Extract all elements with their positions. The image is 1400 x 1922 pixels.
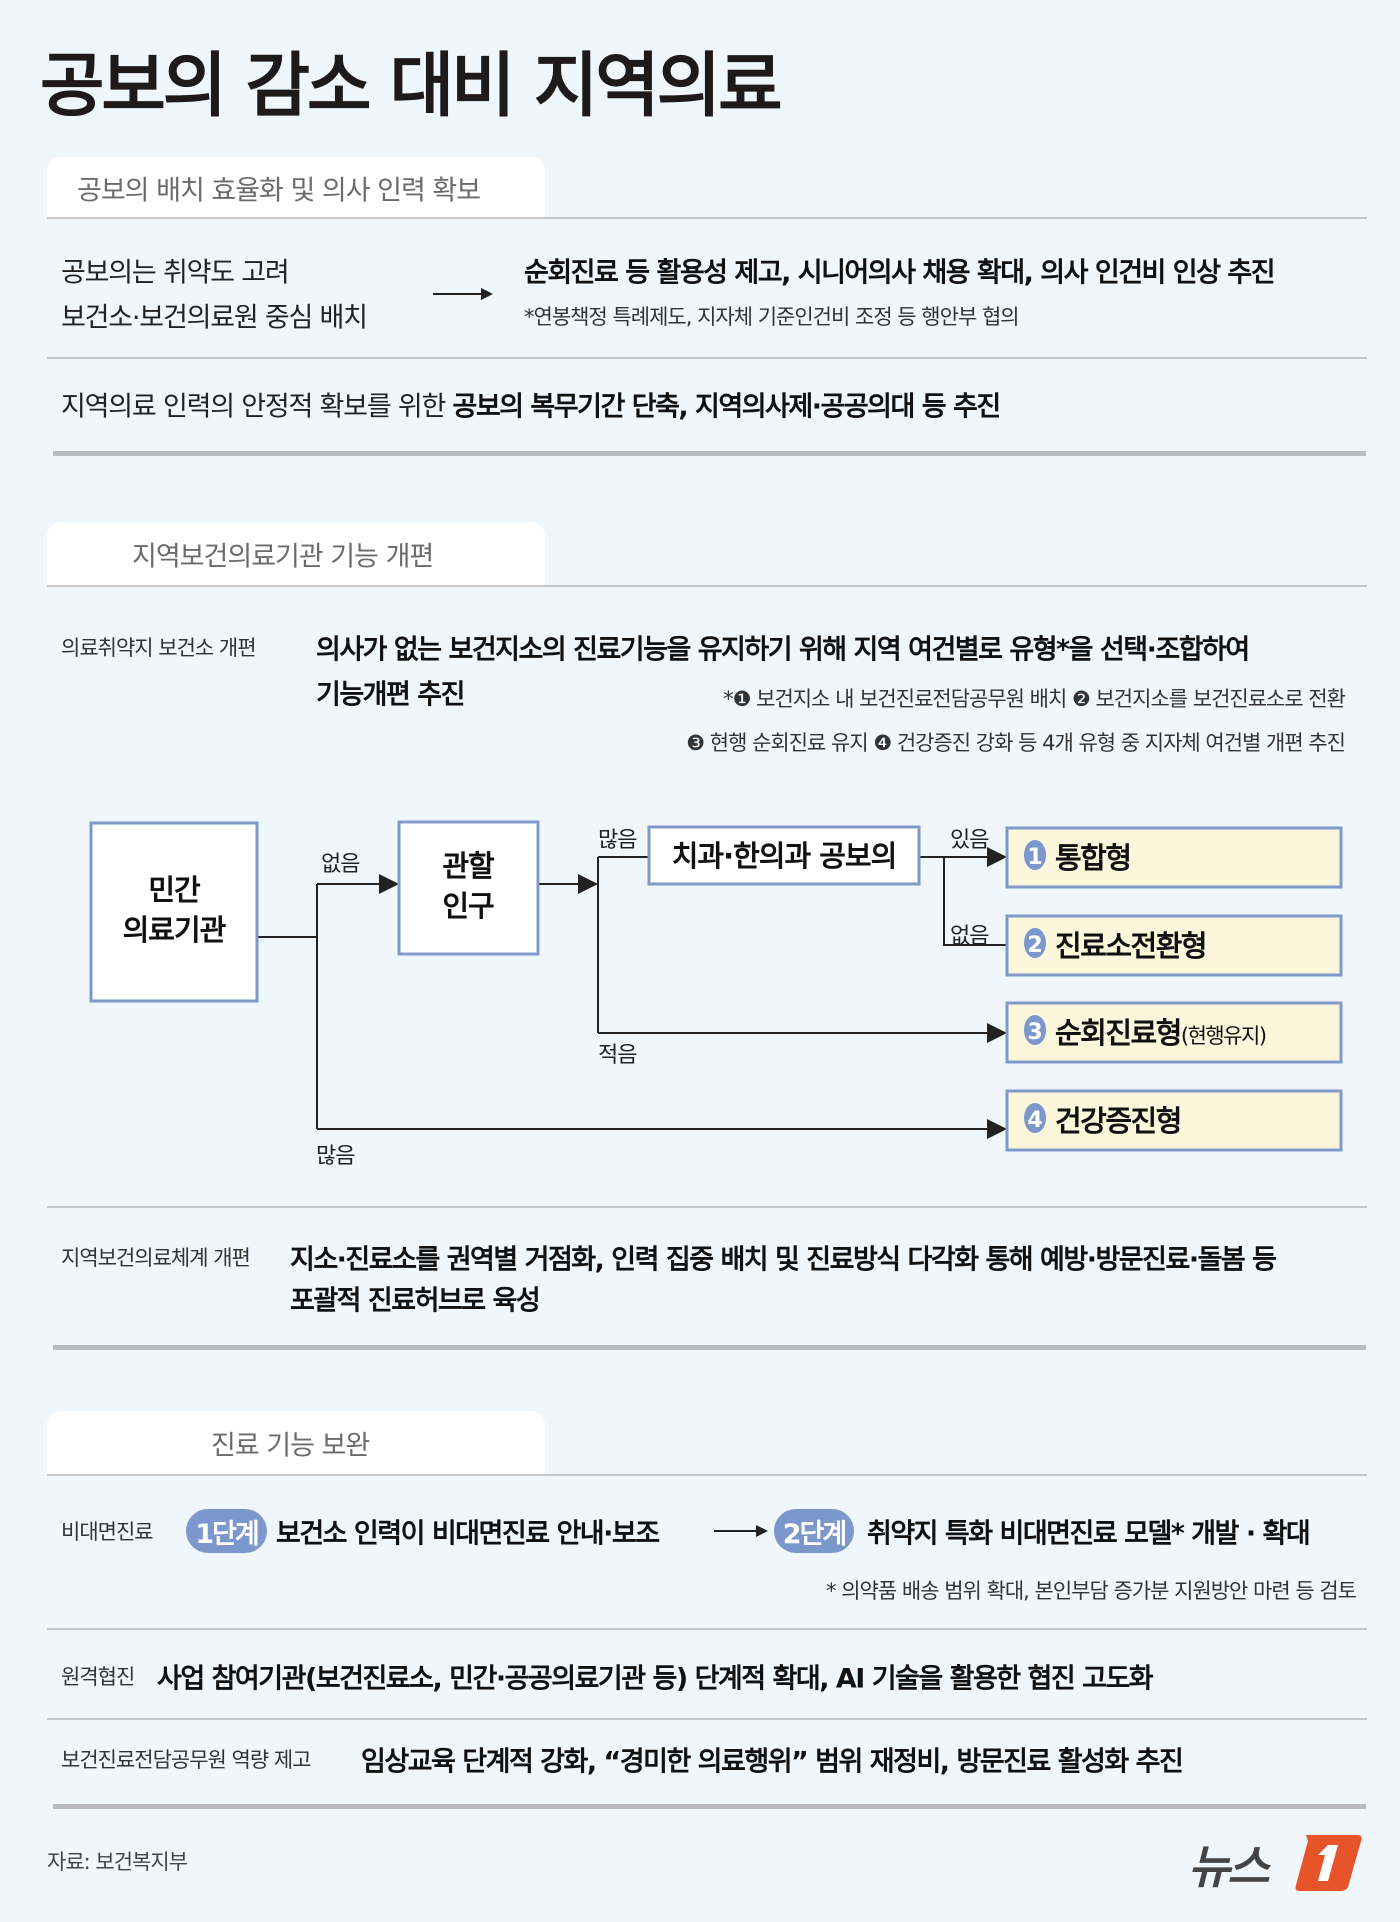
- type-box-bg: [1005, 1001, 1343, 1064]
- row-bold-line1: 지소·진료소를 권역별 거점화, 인력 집중 배치 및 진료방식 다각화 통해 …: [290, 1244, 1277, 1276]
- type-label: 진료소전환형: [1055, 929, 1206, 963]
- label-few: 적음: [598, 1043, 637, 1068]
- row-note-line2: ❸ 현행 순회진료 유지 ❹ 건강증진 강화 등 4개 유형 중 지자체 여건별…: [686, 731, 1346, 755]
- step2-text: 취약지 특화 비대면진료 모델* 개발 · 확대: [867, 1518, 1311, 1550]
- section-header-label: 지역보건의료기관 기능 개편: [132, 541, 434, 572]
- section-header-3: 진료 기능 보완: [47, 1411, 545, 1474]
- box-private-medical: [89, 821, 259, 1003]
- type-label: 통합형: [1055, 841, 1131, 875]
- divider: [47, 1474, 1367, 1476]
- type-number: 2: [1027, 933, 1042, 958]
- section-header-2: 지역보건의료기관 기능 개편: [47, 522, 545, 585]
- row-note-line1: *❶ 보건지소 내 보건진료전담공무원 배치 ❷ 보건지소를 보건진료소로 전환: [723, 687, 1346, 711]
- row2-bold: 공보의 복무기간 단축, 지역의사제·공공의대 등 추진: [452, 391, 1002, 423]
- box-population: [397, 820, 540, 956]
- row-bold: 임상교육 단계적 강화, “경미한 의료행위” 범위 재정비, 방문진료 활성화…: [361, 1746, 1184, 1778]
- flow-diagram: 민간 의료기관 관할 인구 치과·한의과 공보의 없음 많음 많음 적음 있음 …: [89, 820, 1343, 1169]
- type-box-bg: [1005, 1089, 1343, 1152]
- divider: [47, 1718, 1367, 1720]
- row-right-bold: 순회진료 등 활용성 제고, 시니어의사 채용 확대, 의사 인건비 인상 추진: [524, 257, 1276, 289]
- dental-label: 치과·한의과 공보의: [672, 839, 897, 873]
- row-label: 지역보건의료체계 개편: [61, 1246, 251, 1270]
- type-box-4: 4 건강증진형: [1005, 1089, 1343, 1152]
- page-title: 공보의 감소 대비 지역의료: [40, 44, 783, 127]
- row-note: * 의약품 배송 범위 확대, 본인부담 증가분 지원방안 마련 등 검토: [826, 1579, 1357, 1603]
- type-suffix: (현행유지): [1181, 1024, 1266, 1048]
- private-line1: 민간: [148, 873, 201, 907]
- divider: [47, 357, 1367, 359]
- type-box-bg: [1005, 826, 1343, 889]
- box-dental-oriental: [647, 825, 921, 886]
- label-yes: 있음: [950, 828, 989, 853]
- row-left-line2: 보건소·보건의료원 중심 배치: [61, 302, 368, 334]
- divider: [47, 1206, 1367, 1208]
- row-label: 원격협진: [61, 1665, 135, 1689]
- row-label: 비대면진료: [61, 1520, 154, 1544]
- number-circle-icon: [1024, 840, 1046, 870]
- type-number: 3: [1027, 1020, 1042, 1045]
- type-number: 1: [1027, 845, 1042, 870]
- number-circle-icon: [1024, 1103, 1046, 1133]
- label-many: 많음: [598, 828, 637, 853]
- population-line1: 관할: [442, 849, 495, 883]
- row-label: 보건진료전담공무원 역량 제고: [61, 1748, 312, 1772]
- section-divider: [53, 1345, 1366, 1350]
- connector: [597, 856, 649, 1033]
- news1-logo: 뉴스: [1188, 1835, 1362, 1893]
- row-left-line1: 공보의는 취약도 고려: [61, 257, 290, 289]
- type-box-2: 2 진료소전환형: [1005, 914, 1343, 977]
- section-header-label: 진료 기능 보완: [211, 1430, 370, 1461]
- type-label: 건강증진형: [1055, 1104, 1181, 1138]
- private-line2: 의료기관: [123, 913, 227, 947]
- number-circle-icon: [1024, 928, 1046, 958]
- step1-badge: 1단계: [186, 1509, 267, 1553]
- divider: [47, 1628, 1367, 1630]
- type-box-1: 1 통합형: [1005, 826, 1343, 889]
- section-divider: [53, 451, 1366, 456]
- row2-normal: 지역의료 인력의 안정적 확보를 위한: [61, 391, 453, 423]
- divider: [47, 585, 1367, 587]
- section-header-label: 공보의 배치 효율화 및 의사 인력 확보: [77, 175, 481, 206]
- population-line2: 인구: [442, 889, 494, 923]
- connector: [257, 884, 318, 1129]
- source-note: 자료: 보건복지부: [47, 1850, 188, 1874]
- connector-to-type2: [943, 857, 1007, 946]
- arrow-right-icon: [714, 1525, 768, 1537]
- section-header-1: 공보의 배치 효율화 및 의사 인력 확보: [47, 157, 545, 218]
- label-none: 없음: [321, 852, 360, 877]
- row-bold-line2: 포괄적 진료허브로 육성: [290, 1285, 541, 1317]
- row-bold-line2: 기능개편 추진: [316, 679, 465, 711]
- row-label: 의료취약지 보건소 개편: [61, 636, 257, 660]
- row-bold: 사업 참여기관(보건진료소, 민간·공공의료기관 등) 단계적 확대, AI 기…: [157, 1663, 1154, 1695]
- row2-text: 지역의료 인력의 안정적 확보를 위한 공보의 복무기간 단축, 지역의사제·공…: [61, 385, 1002, 424]
- type-number: 4: [1027, 1108, 1042, 1133]
- row-right-note: *연봉책정 특례제도, 지자체 기준인건비 조정 등 행안부 협의: [524, 305, 1020, 329]
- section-divider: [53, 1804, 1366, 1809]
- label-many: 많음: [316, 1144, 355, 1169]
- step2-badge: 2단계: [774, 1509, 854, 1553]
- type-box-bg: [1005, 914, 1343, 977]
- label-none: 없음: [950, 924, 989, 949]
- step1-text: 보건소 인력이 비대면진료 안내·보조: [276, 1518, 660, 1550]
- divider: [47, 217, 1367, 219]
- arrow-right-icon: [433, 288, 493, 300]
- svg-text:뉴스: 뉴스: [1188, 1840, 1271, 1893]
- row-bold-line1: 의사가 없는 보건지소의 진료기능을 유지하기 위해 지역 여건별로 유형*을 …: [316, 634, 1250, 666]
- number-circle-icon: [1024, 1015, 1046, 1045]
